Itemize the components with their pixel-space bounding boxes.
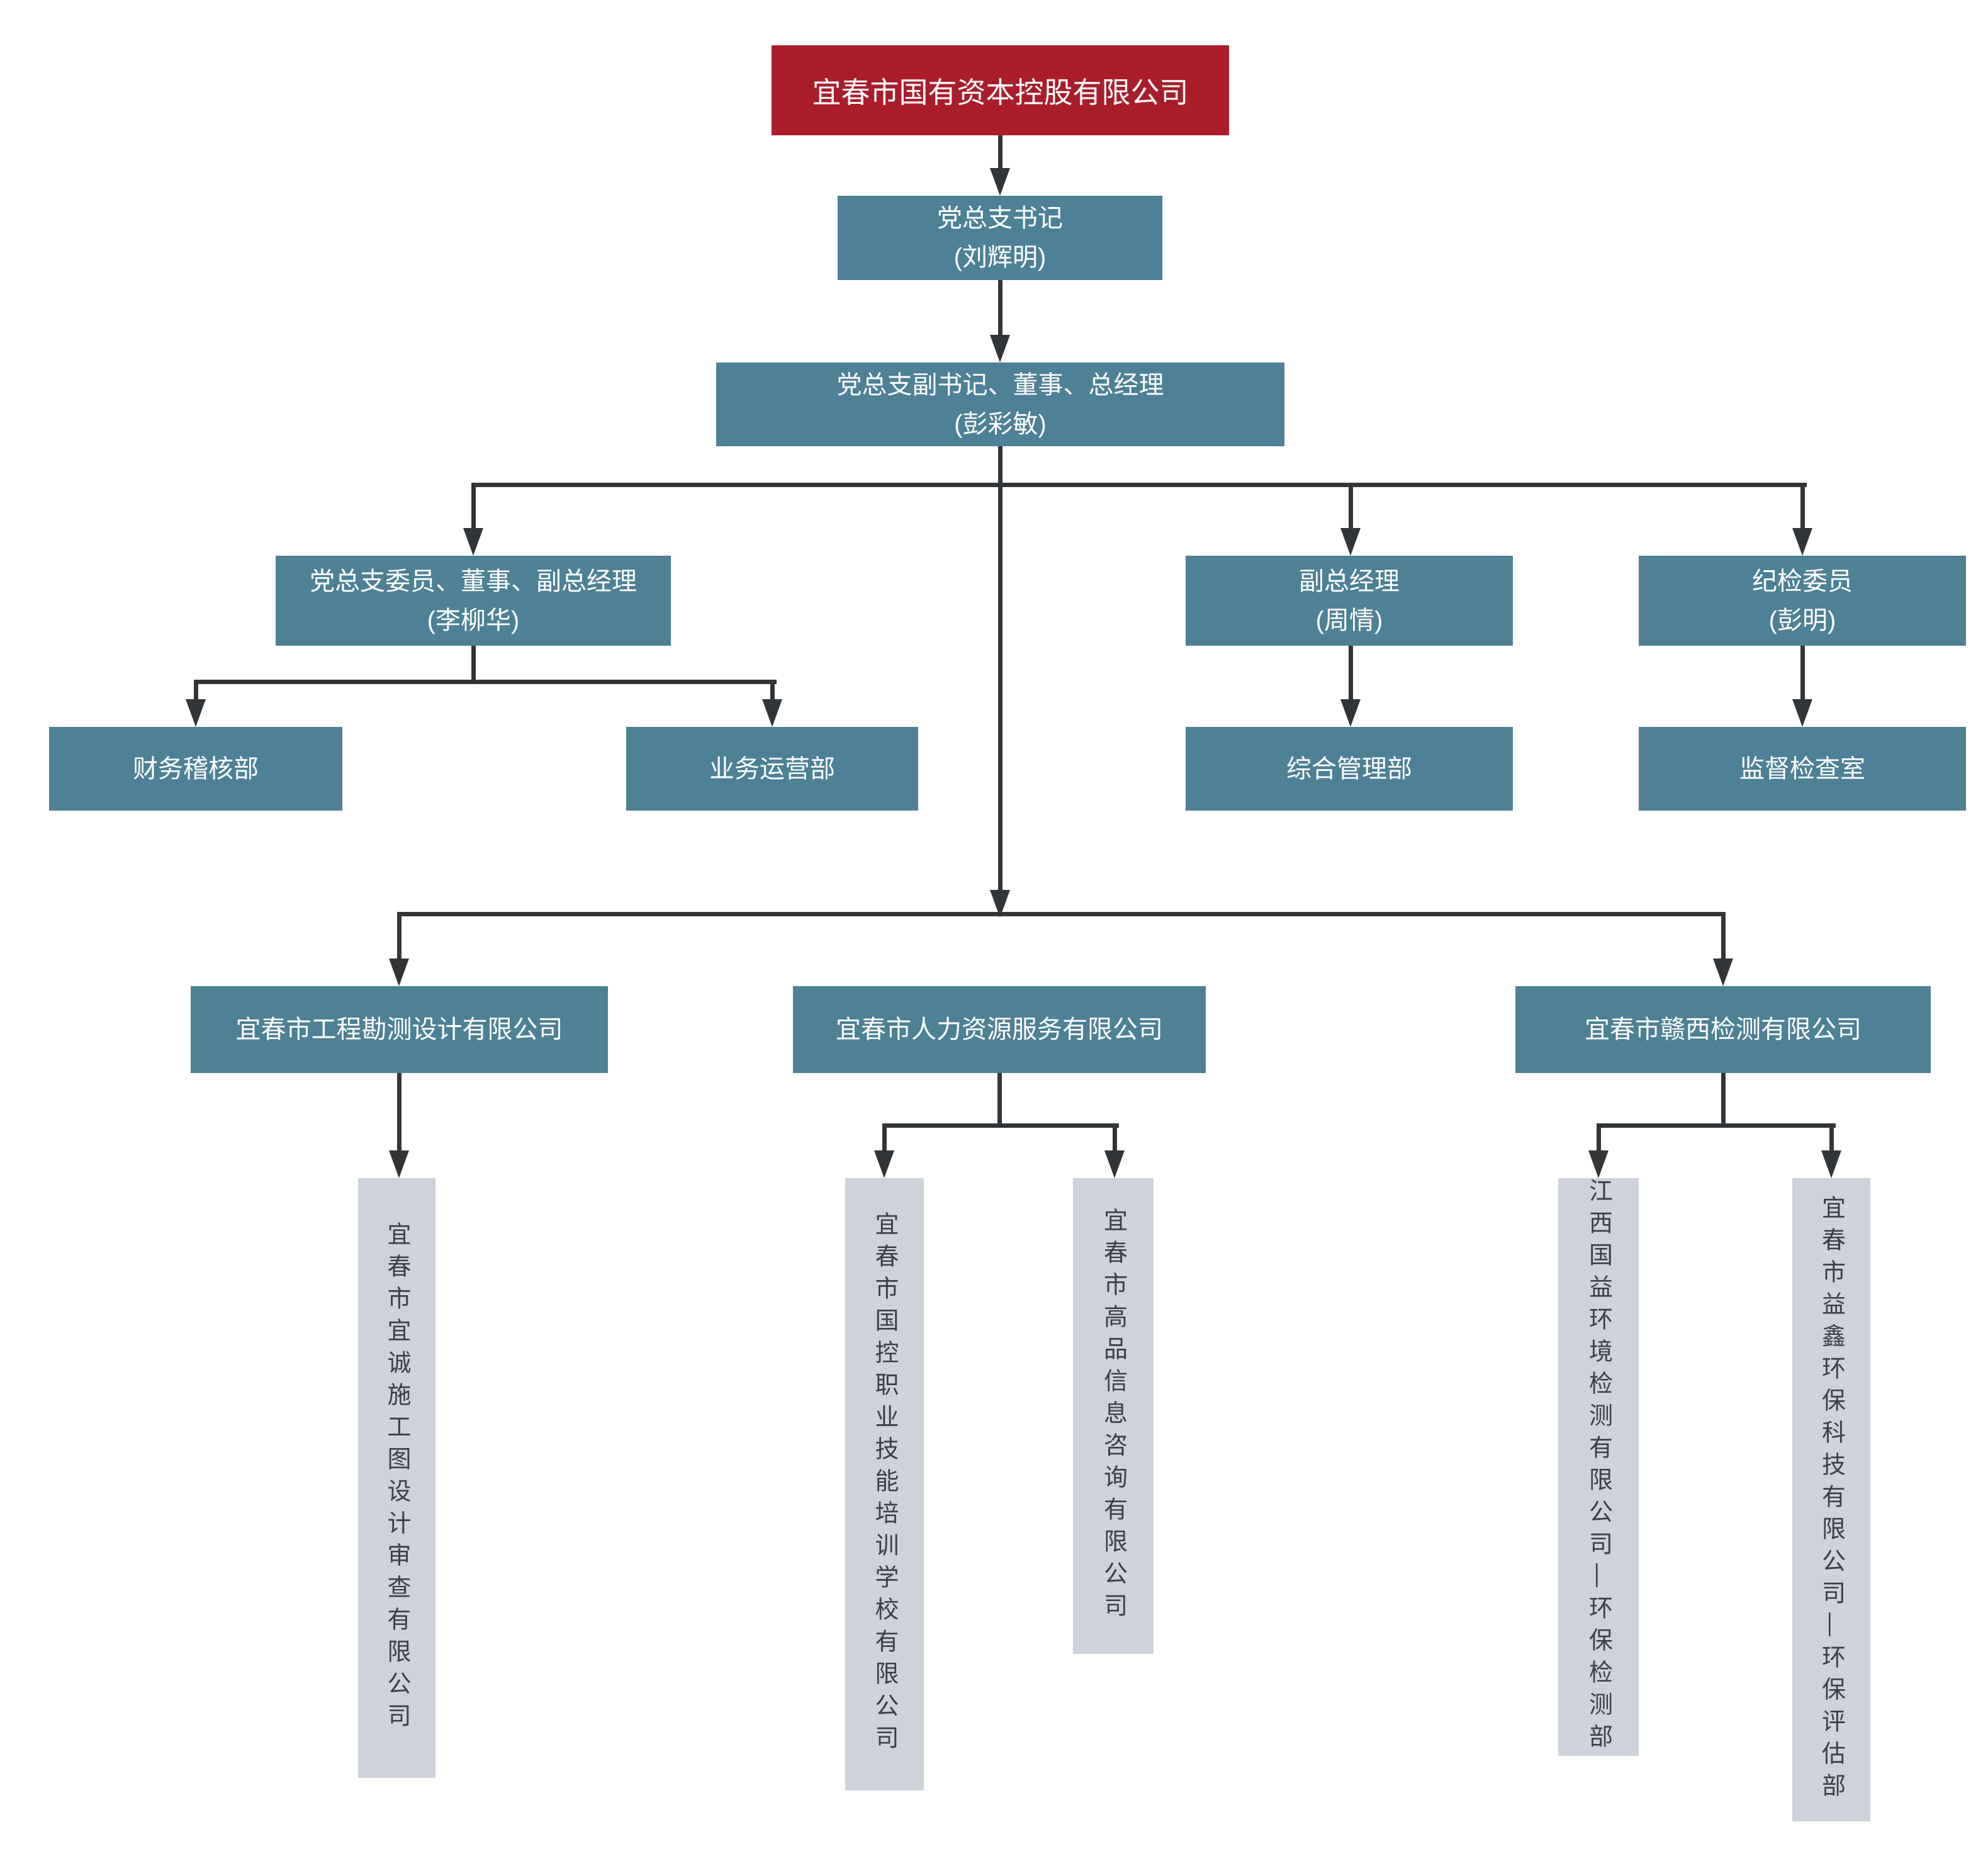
connector-arrow [186, 699, 206, 727]
connector-arrow [1340, 699, 1361, 727]
node-yixin-env-tech: 宜春市益鑫环保科技有限公司—环保评估部 [1792, 1178, 1870, 1821]
node-label: 业务运营部 [709, 755, 835, 783]
node-person: (周情) [1315, 606, 1383, 634]
connector-line [397, 916, 402, 960]
node-yicheng-review-co: 宜春市宜诚施工图设计审查有限公司 [358, 1178, 435, 1778]
connector-line [1829, 1125, 1834, 1152]
connector-line [998, 280, 1002, 337]
connector-line [1349, 485, 1353, 531]
node-supervision-office: 监督检查室 [1639, 727, 1966, 811]
node-committee-member: 党总支委员、董事、副总经理 (李柳华) [276, 556, 671, 646]
node-root-label: 宜春市国有资本控股有限公司 [812, 76, 1189, 109]
connector-arrow [1821, 1150, 1841, 1178]
node-gaopin-consulting-co: 宜春市高品信息咨询有限公司 [1073, 1178, 1154, 1654]
node-hr-service-co: 宜春市人力资源服务有限公司 [793, 986, 1206, 1073]
node-guokong-training-school: 宜春市国控职业技能培训学校有限公司 [845, 1178, 924, 1790]
connector-line [882, 1125, 887, 1152]
connector-arrow [1792, 699, 1812, 727]
connector-line [1597, 1123, 1836, 1128]
connector-line [1349, 646, 1353, 700]
node-business-operations-dept: 业务运营部 [626, 727, 918, 811]
node-root-company: 宜春市国有资本控股有限公司 [772, 45, 1229, 135]
node-finance-audit-dept: 财务稽核部 [49, 727, 342, 811]
node-label: 综合管理部 [1286, 755, 1412, 783]
node-ganxi-testing-co: 宜春市赣西检测有限公司 [1515, 986, 1931, 1073]
node-label: 宜春市赣西检测有限公司 [1585, 1016, 1862, 1043]
node-vice-gm: 副总经理 (周情) [1186, 556, 1513, 646]
node-label: 财务稽核部 [133, 755, 259, 783]
connector-line [471, 485, 476, 531]
connector-line [998, 446, 1002, 891]
connector-line [882, 1123, 1119, 1128]
connector-line [1800, 646, 1805, 700]
connector-arrow [1713, 958, 1733, 986]
node-general-management-dept: 综合管理部 [1186, 727, 1513, 811]
connector-arrow [762, 699, 782, 727]
node-label: 宜春市工程勘测设计有限公司 [235, 1016, 563, 1043]
connector-line [997, 1073, 1002, 1127]
node-label: 宜春市益鑫环保科技有限公司—环保评估部 [1817, 1194, 1845, 1805]
connector-arrow [990, 335, 1010, 362]
node-discipline-inspector: 纪检委员 (彭明) [1639, 556, 1966, 646]
connector-arrow [389, 958, 409, 986]
node-label: 监督检查室 [1739, 755, 1865, 783]
node-title: 党总支副书记、董事、总经理 [836, 371, 1164, 399]
connector-line [1113, 1125, 1117, 1152]
node-label: 宜春市宜诚施工图设计审查有限公司 [383, 1221, 410, 1735]
node-label: 宜春市国控职业技能培训学校有限公司 [871, 1211, 897, 1757]
connector-arrow [389, 1150, 409, 1178]
connector-line [1721, 1073, 1726, 1127]
node-guoyi-env-testing: 江西国益环境检测有限公司—环保检测部 [1558, 1178, 1639, 1756]
node-person: (彭彩敏) [954, 410, 1047, 438]
node-survey-design-co: 宜春市工程勘测设计有限公司 [191, 986, 608, 1073]
connector-line [194, 682, 198, 700]
node-person: (刘辉明) [953, 244, 1047, 271]
node-person: (李柳华) [427, 606, 520, 634]
connector-arrow [1792, 528, 1812, 556]
connector-line [397, 912, 1726, 916]
node-title: 纪检委员 [1752, 567, 1853, 595]
node-title: 党总支委员、董事、副总经理 [310, 567, 637, 595]
node-title: 副总经理 [1299, 567, 1400, 595]
connector-line [397, 1073, 402, 1152]
connector-arrow [463, 528, 483, 556]
node-label: 江西国益环境检测有限公司—环保检测部 [1585, 1178, 1612, 1756]
connector-line [194, 680, 777, 684]
connector-line [770, 682, 775, 700]
connector-arrow [990, 168, 1010, 196]
connector-arrow [1340, 528, 1361, 556]
connector-arrow [1104, 1150, 1125, 1178]
connector-line [998, 135, 1002, 171]
node-label: 宜春市人力资源服务有限公司 [836, 1016, 1163, 1043]
connector-line [1597, 1125, 1601, 1152]
node-label: 宜春市高品信息咨询有限公司 [1099, 1207, 1126, 1625]
connector-line [471, 483, 1807, 487]
node-party-secretary: 党总支书记 (刘辉明) [838, 196, 1162, 280]
node-deputy-secretary: 党总支副书记、董事、总经理 (彭彩敏) [716, 362, 1284, 446]
node-person: (彭明) [1768, 606, 1836, 634]
connector-line [471, 646, 476, 682]
node-title: 党总支书记 [937, 205, 1063, 232]
connector-arrow [874, 1150, 894, 1178]
connector-arrow [1588, 1150, 1609, 1178]
connector-line [1800, 485, 1805, 531]
connector-line [1721, 916, 1726, 960]
